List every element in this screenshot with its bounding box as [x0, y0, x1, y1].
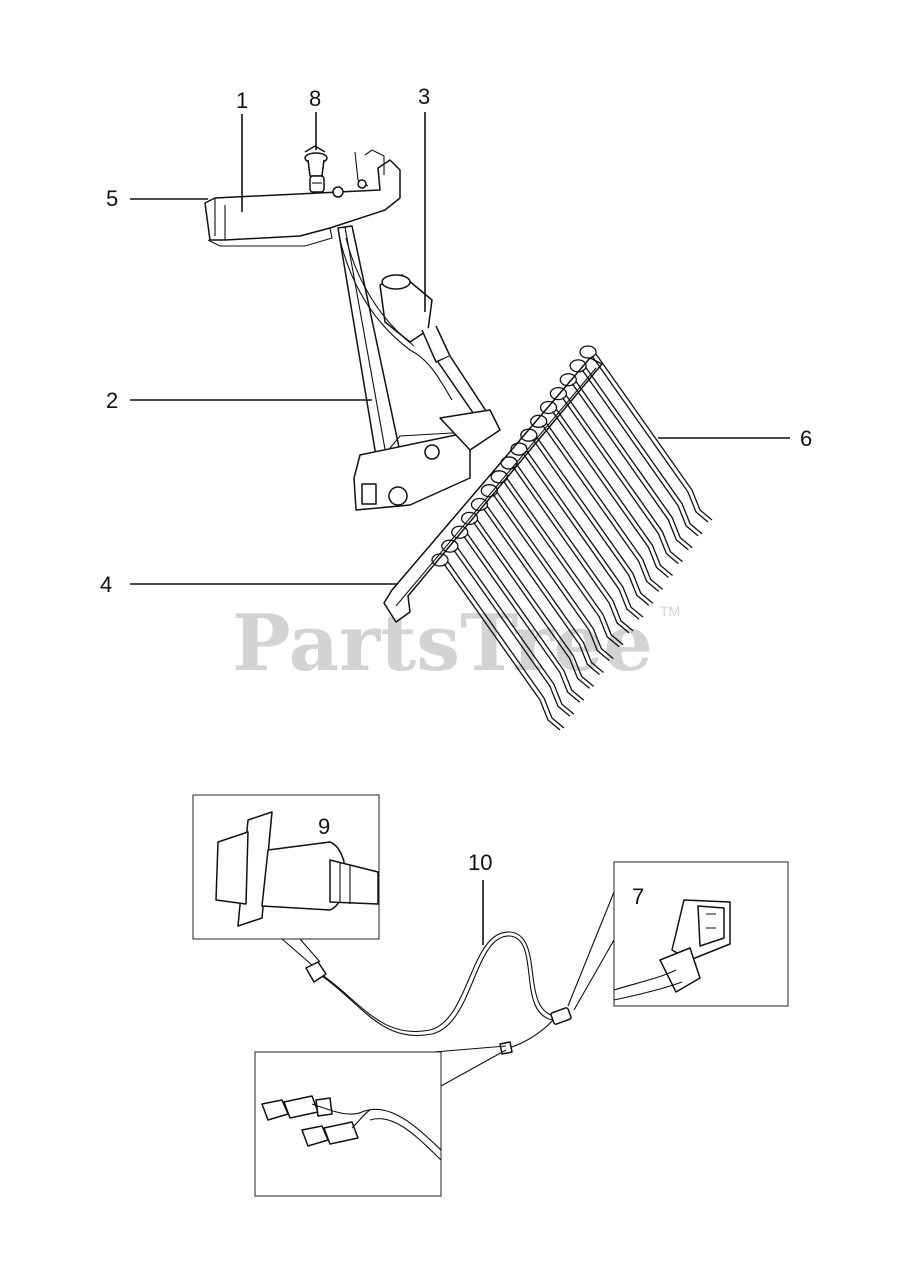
tine-loop [451, 525, 469, 539]
tine [591, 353, 713, 523]
tine [571, 381, 693, 551]
tine [492, 492, 614, 662]
wiring-harness [305, 931, 572, 1055]
callout-9: 9 [318, 814, 330, 839]
tine-loop [569, 359, 587, 373]
tine [581, 367, 703, 537]
tine-loop [480, 484, 498, 498]
leader-lines [130, 112, 790, 945]
callout-4: 4 [100, 572, 112, 597]
tine-loop [500, 456, 518, 470]
detail-box-connector [192, 794, 380, 966]
tine-loop [520, 428, 538, 442]
callout-2: 2 [106, 388, 118, 413]
callout-8: 8 [309, 86, 321, 111]
tine-loop [559, 373, 577, 387]
tine [502, 478, 624, 648]
tine [473, 520, 595, 689]
electric-actuator [339, 237, 501, 451]
mounting-bracket [204, 149, 401, 247]
tine [561, 395, 683, 565]
tine [443, 561, 565, 731]
rake-tines [431, 345, 713, 731]
tine-loop [470, 497, 489, 512]
tine-loop [431, 553, 449, 567]
tine [512, 464, 634, 634]
tine [522, 450, 644, 620]
callout-5: 5 [106, 186, 118, 211]
tine-loop [530, 414, 548, 428]
tine [463, 533, 585, 703]
watermark-text: PartsTree [232, 598, 653, 689]
support-arm [337, 225, 471, 511]
tine [552, 409, 673, 578]
watermark-trademark: TM [660, 603, 680, 619]
tine-loop [460, 511, 479, 526]
callout-3: 3 [418, 84, 430, 109]
tine [542, 422, 664, 592]
tine [532, 436, 654, 606]
detail-box-terminals [254, 1045, 507, 1197]
tine-loop [490, 470, 508, 484]
callout-6: 6 [800, 426, 812, 451]
tine-loop [539, 400, 558, 415]
callout-10: 10 [468, 850, 492, 875]
tine-loop [510, 442, 528, 456]
tine-loop [579, 345, 597, 359]
adjustment-knob [304, 145, 328, 193]
tine [453, 547, 575, 717]
tine-loop [549, 386, 568, 401]
tine-loop [441, 539, 459, 553]
callout-7: 7 [632, 884, 644, 909]
callout-1: 1 [236, 88, 248, 113]
detail-box-switch [567, 861, 789, 1011]
tine [482, 506, 604, 676]
